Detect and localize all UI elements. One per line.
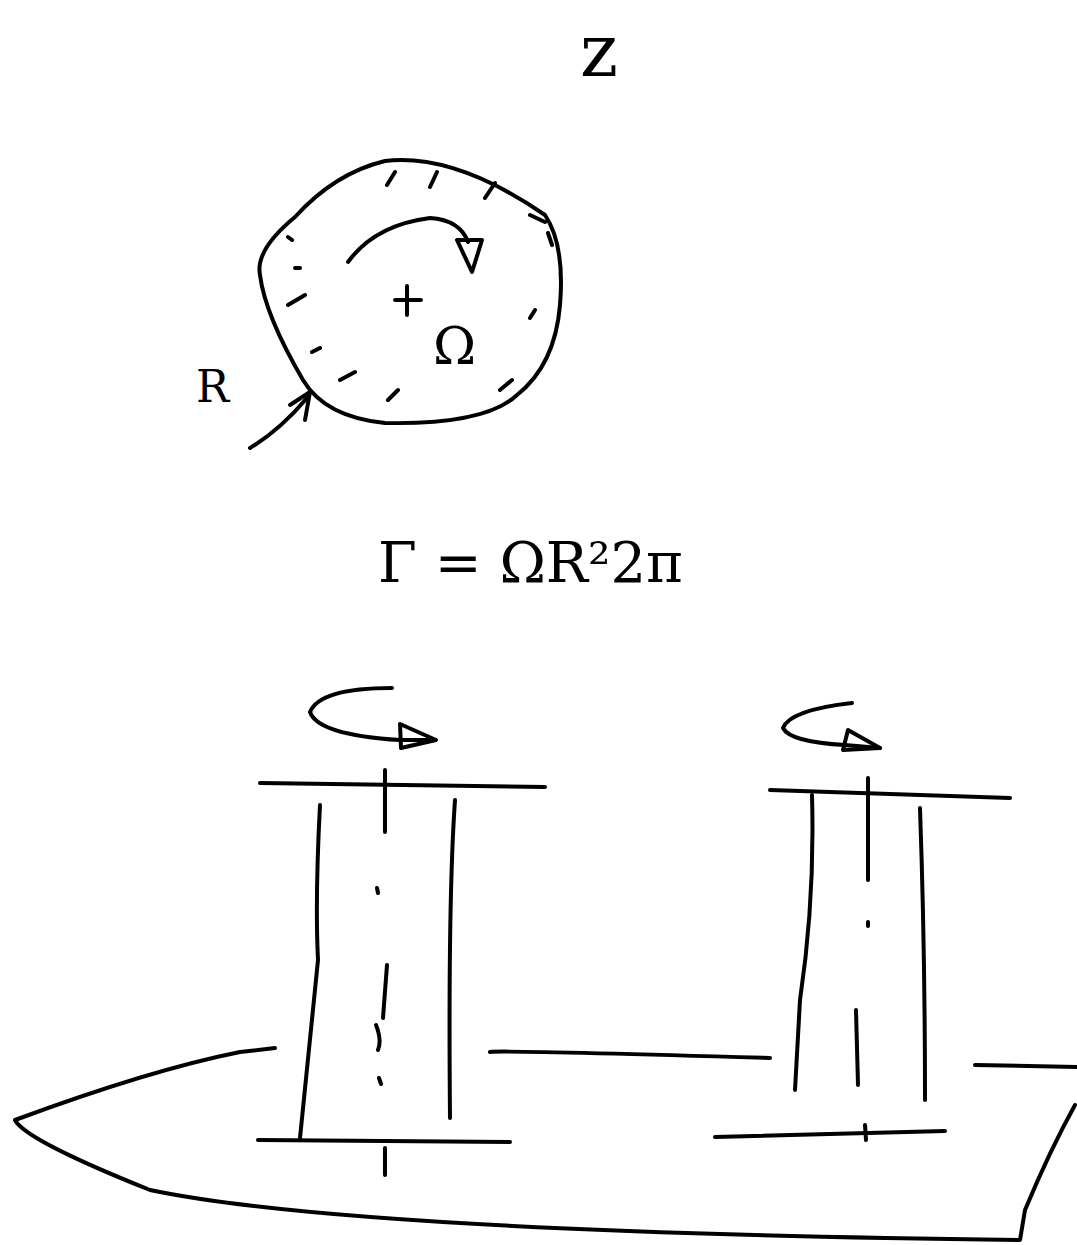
wing-outline bbox=[15, 1048, 1075, 1240]
arrow-head bbox=[457, 240, 482, 272]
axis-label: z bbox=[580, 15, 618, 87]
center-mark bbox=[395, 286, 421, 315]
circulation-equation: Γ = ΩR²2π bbox=[378, 535, 683, 591]
disc-outline-path bbox=[259, 160, 561, 423]
surface-hatching bbox=[288, 172, 552, 400]
rotation-arrow bbox=[348, 218, 468, 262]
radius-leader bbox=[250, 398, 307, 448]
arrow-head bbox=[290, 392, 310, 420]
rotating-disc: Ω bbox=[255, 155, 565, 427]
wing-edge bbox=[490, 1052, 1077, 1067]
disc-outline bbox=[255, 155, 565, 427]
radius-label: R bbox=[196, 365, 229, 409]
left-vortex-tube bbox=[258, 688, 545, 1175]
right-vortex-tube bbox=[715, 703, 1010, 1140]
angular-velocity-symbol: Ω bbox=[433, 320, 476, 372]
